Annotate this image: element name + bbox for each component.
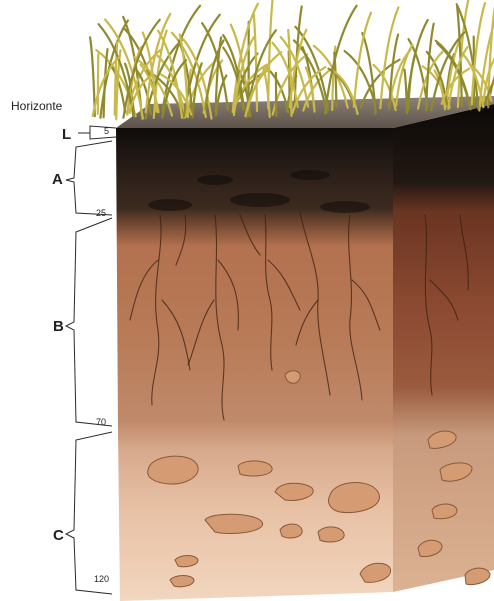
horizon-label-l: L <box>62 126 71 143</box>
horizon-label-c: C <box>53 527 64 544</box>
grass-blade <box>104 49 108 117</box>
grass-blade <box>90 37 95 116</box>
grass <box>90 0 494 119</box>
horizon-label-b: B <box>53 318 64 335</box>
horizon-bracket-l <box>78 126 116 139</box>
horizon-bracket-c <box>66 432 112 594</box>
depth-label-c: 120 <box>94 574 109 584</box>
horizon-label-a: A <box>52 171 63 188</box>
grass-blade <box>268 0 272 108</box>
depth-label-a: 25 <box>96 208 106 218</box>
horizon-bracket-a <box>66 141 112 215</box>
chart-title: Horizonte <box>11 99 63 113</box>
grass-blade <box>98 54 99 113</box>
horizon-bracket-b <box>66 218 112 426</box>
grass-blade <box>254 15 257 111</box>
